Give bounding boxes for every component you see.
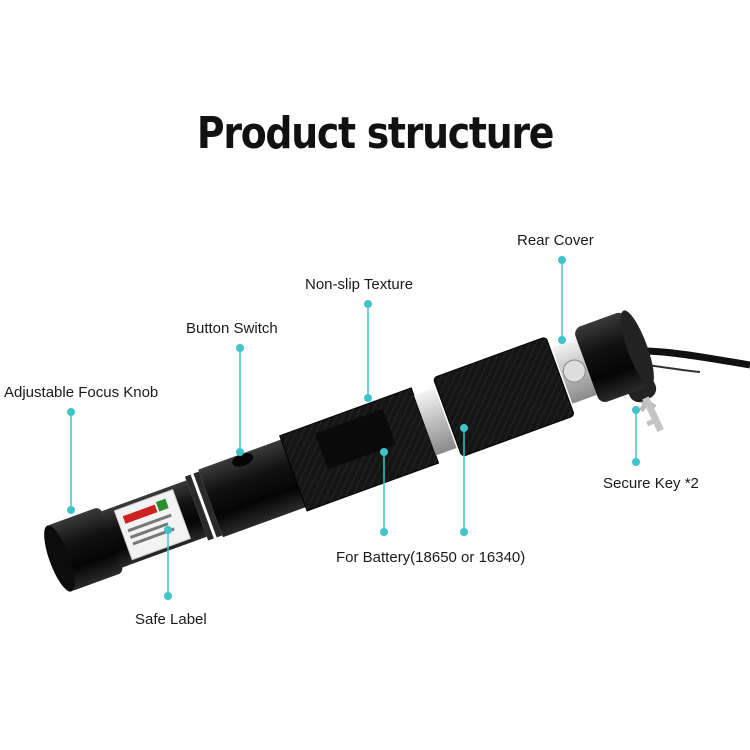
callout-dot-battery-2-bottom	[460, 528, 468, 536]
label-safe-label: Safe Label	[135, 611, 207, 628]
callout-dot-focus-bottom	[67, 506, 75, 514]
callout-dot-nonslip-top	[364, 300, 372, 308]
laser-body	[44, 310, 654, 592]
callout-dot-rear-top	[558, 256, 566, 264]
label-focus-knob: Adjustable Focus Knob	[4, 384, 159, 401]
callout-dot-button-top	[236, 344, 244, 352]
callout-dot-focus-top	[67, 408, 75, 416]
callout-dot-battery-1-bottom	[380, 528, 388, 536]
callout-dot-rear-bottom	[558, 336, 566, 344]
callout-dot-key-bottom	[632, 458, 640, 466]
label-button-switch: Button Switch	[186, 320, 278, 337]
callout-dot-nonslip-bottom	[364, 394, 372, 402]
label-battery: For Battery(18650 or 16340)	[336, 549, 526, 566]
callout-dot-key-top	[632, 406, 640, 414]
callout-dot-battery-2-top	[460, 424, 468, 432]
callouts	[67, 256, 640, 600]
callout-dot-safe-top	[164, 526, 172, 534]
callout-dot-safe-bottom	[164, 592, 172, 600]
label-secure-key: Secure Key *2	[603, 475, 699, 492]
callout-dot-button-bottom	[236, 448, 244, 456]
callout-dot-battery-1-top	[380, 448, 388, 456]
page-title: Product structure	[196, 108, 554, 159]
label-non-slip: Non-slip Texture	[305, 276, 414, 293]
label-rear-cover: Rear Cover	[517, 232, 594, 249]
